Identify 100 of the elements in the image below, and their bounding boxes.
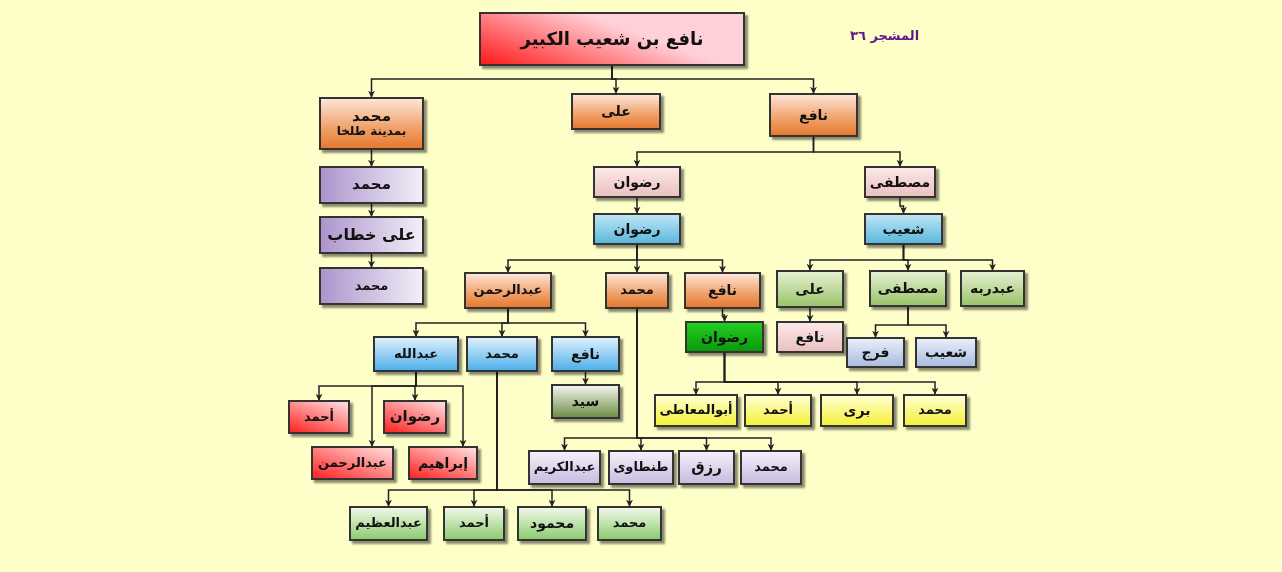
person-box: [740, 450, 802, 485]
person-box: [349, 506, 428, 541]
person-box: [654, 394, 738, 427]
name-text: محمد: [918, 403, 952, 418]
name-text: عبدالعظيم: [355, 516, 422, 531]
name-text: عبدالرحمن: [318, 455, 387, 471]
name-text: محمد: [352, 176, 391, 194]
arrow: [636, 244, 726, 273]
name-text: فرج: [861, 344, 890, 361]
name-text: رضوان: [389, 408, 441, 426]
name-text: نافع: [798, 106, 829, 124]
person-box: [869, 270, 947, 307]
name-text: أحمد: [303, 409, 335, 425]
name-text: طنطاوى: [613, 460, 669, 475]
person-box: [571, 93, 661, 130]
arrow: [812, 136, 904, 167]
name-text: إبراهيم: [418, 454, 468, 472]
arrow: [611, 65, 817, 94]
arrow: [368, 203, 375, 217]
name-text: رزق: [691, 458, 722, 477]
name-text: أبوالمعاطى: [659, 403, 733, 418]
name-text: محمد: [352, 107, 391, 126]
person-box: [608, 450, 674, 485]
arrow: [633, 197, 641, 214]
name-text: عبدالرحمن: [473, 283, 543, 298]
person-box: [605, 272, 669, 309]
person-box: [597, 506, 662, 541]
person-box: [684, 272, 761, 309]
name-text: برى: [843, 402, 871, 419]
name-text: محمد: [485, 346, 519, 362]
name-text: محمد: [620, 283, 654, 298]
person-box: [288, 400, 350, 434]
name-text: سيد: [571, 393, 600, 410]
name-text: محمد: [354, 278, 389, 294]
name-text: عبدالكريم: [533, 460, 596, 475]
person-box: [744, 394, 812, 427]
person-box: [464, 272, 552, 309]
name-text: رضوان: [700, 328, 749, 346]
arrow: [582, 371, 589, 385]
person-box: [593, 213, 681, 245]
person-box: [593, 166, 681, 198]
person-box: [846, 337, 905, 368]
name-text: عبدربه: [969, 280, 1016, 297]
person-box: [776, 321, 844, 353]
name-text: على: [601, 103, 631, 120]
arrow: [636, 308, 775, 451]
arrow: [721, 308, 728, 322]
person-box: [776, 270, 844, 308]
name-text: على خطاب: [327, 225, 416, 245]
person-box: [319, 216, 424, 254]
person-box: [903, 394, 967, 427]
person-box: [319, 166, 424, 204]
name-text: شعيب: [924, 344, 968, 361]
person-box: [551, 336, 620, 372]
person-box: [769, 93, 858, 137]
person-box: [319, 97, 424, 150]
arrow: [496, 371, 633, 507]
person-box: [685, 321, 764, 353]
name-text: على: [795, 280, 825, 298]
person-box: [408, 446, 478, 480]
person-box: [383, 400, 447, 434]
person-box: [915, 337, 977, 368]
name-text: نافع: [707, 282, 738, 299]
arrow: [368, 149, 375, 167]
name-text: محمد: [754, 460, 788, 475]
person-box: [678, 450, 735, 485]
person-box: [864, 213, 943, 245]
arrow: [806, 307, 814, 322]
name-text: نافع: [795, 328, 825, 346]
person-box: [466, 336, 538, 372]
name-text: مصطفى: [877, 280, 939, 297]
arrow: [907, 306, 950, 338]
subtitle-text: بمدينة طلخا: [336, 125, 407, 139]
name-text: عبدالله: [393, 346, 439, 362]
person-box: [528, 450, 601, 485]
arrow: [507, 308, 589, 337]
name-text: أحمد: [458, 516, 490, 531]
chart-number-label: المشجر ٣٦: [850, 28, 920, 43]
root-box: [479, 12, 745, 66]
person-box: [820, 394, 894, 427]
person-box: [960, 270, 1025, 307]
arrow: [723, 352, 939, 395]
arrow: [902, 244, 996, 271]
name-text: شعيب: [882, 220, 925, 238]
person-box: [551, 384, 620, 419]
name-text: رضوان: [613, 220, 661, 238]
person-box: [443, 506, 505, 541]
name-text: نافع: [570, 345, 601, 363]
person-box: [373, 336, 459, 372]
arrow: [368, 253, 375, 268]
name-text: محمد: [612, 516, 647, 531]
name-text: محمود: [529, 515, 575, 532]
name-text: رضوان: [613, 173, 661, 191]
person-box: [864, 166, 936, 198]
name-text: أحمد: [762, 403, 794, 418]
person-box: [319, 267, 424, 305]
arrow: [899, 197, 907, 214]
name-text: مصطفى: [869, 173, 931, 191]
person-box: [311, 446, 394, 480]
name-text: نافع بن شعيب الكبير: [520, 28, 704, 50]
